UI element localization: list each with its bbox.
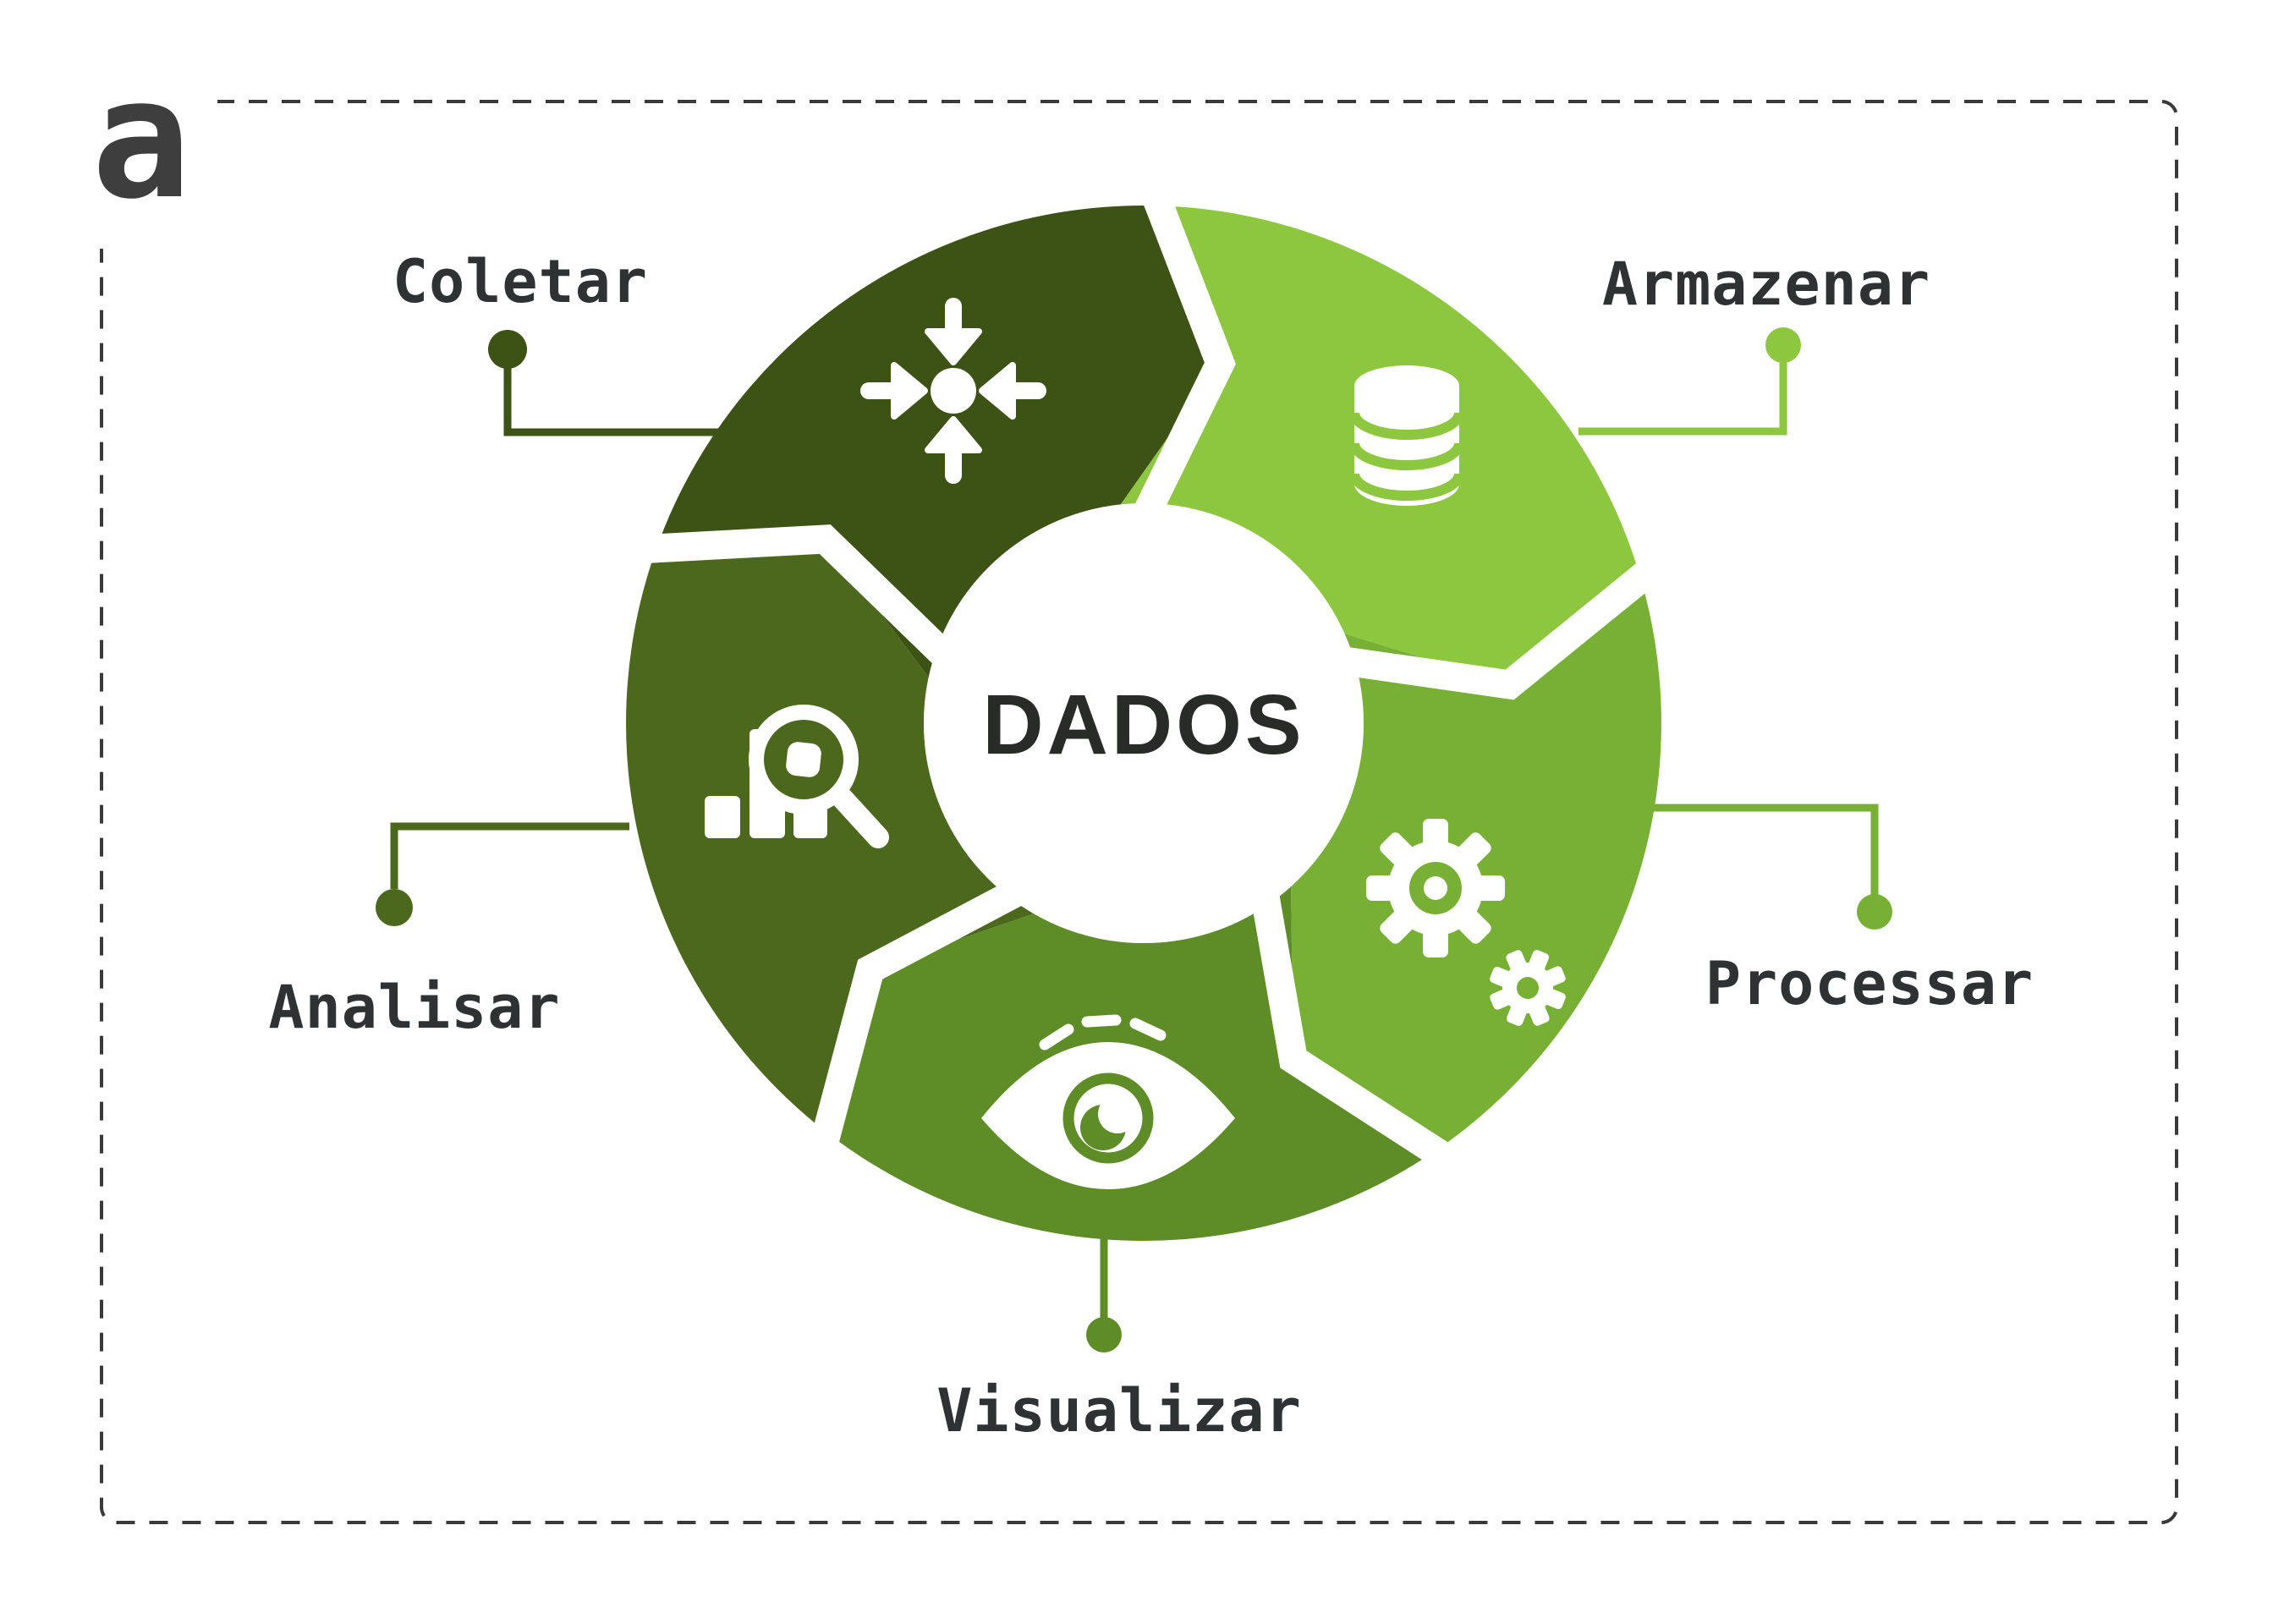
eye-icon — [981, 1014, 1235, 1189]
processar-dot — [1857, 894, 1892, 930]
brand-logo: a — [91, 43, 191, 236]
gears-icon — [1366, 819, 1566, 1026]
segment-labels: Coletar Armazenar Processar Visualizar A… — [268, 247, 2034, 1446]
database-icon — [1349, 365, 1464, 506]
label-processar: Processar — [1705, 949, 2034, 1018]
converge-arrows-icon — [860, 298, 1046, 484]
segment-gap-chevron — [612, 524, 989, 699]
dashed-border — [100, 100, 2178, 1524]
segment-gap-chevron — [1112, 159, 1236, 562]
coletar-dot — [488, 330, 527, 369]
label-coletar: Coletar — [393, 247, 648, 316]
label-analisar: Analisar — [268, 973, 560, 1042]
logo-backdrop — [78, 73, 217, 249]
analisar-dot — [376, 889, 413, 926]
segment-gaps — [612, 159, 1684, 1188]
connectors — [376, 327, 1892, 1352]
armazenar-connector-line — [1578, 345, 1787, 436]
coletar-connector-line — [503, 349, 726, 436]
armazenar-dot — [1765, 327, 1801, 363]
center-title: DADOS — [982, 678, 1304, 772]
label-armazenar: Armazenar — [1602, 250, 1930, 319]
label-visualizar: Visualizar — [936, 1376, 1301, 1446]
segment-gap-chevron — [1243, 846, 1480, 1188]
icons — [705, 298, 1566, 1189]
visualizar-dot — [1086, 1317, 1122, 1352]
segment-gap-chevron — [801, 857, 1066, 1179]
analisar-connector-line — [390, 822, 629, 889]
processar-connector-line — [1646, 804, 1879, 895]
segment-analisar — [626, 539, 1034, 1143]
segment-gap-chevron — [1296, 539, 1684, 700]
chart-magnifier-icon — [705, 705, 889, 848]
center-circle — [924, 503, 1364, 943]
